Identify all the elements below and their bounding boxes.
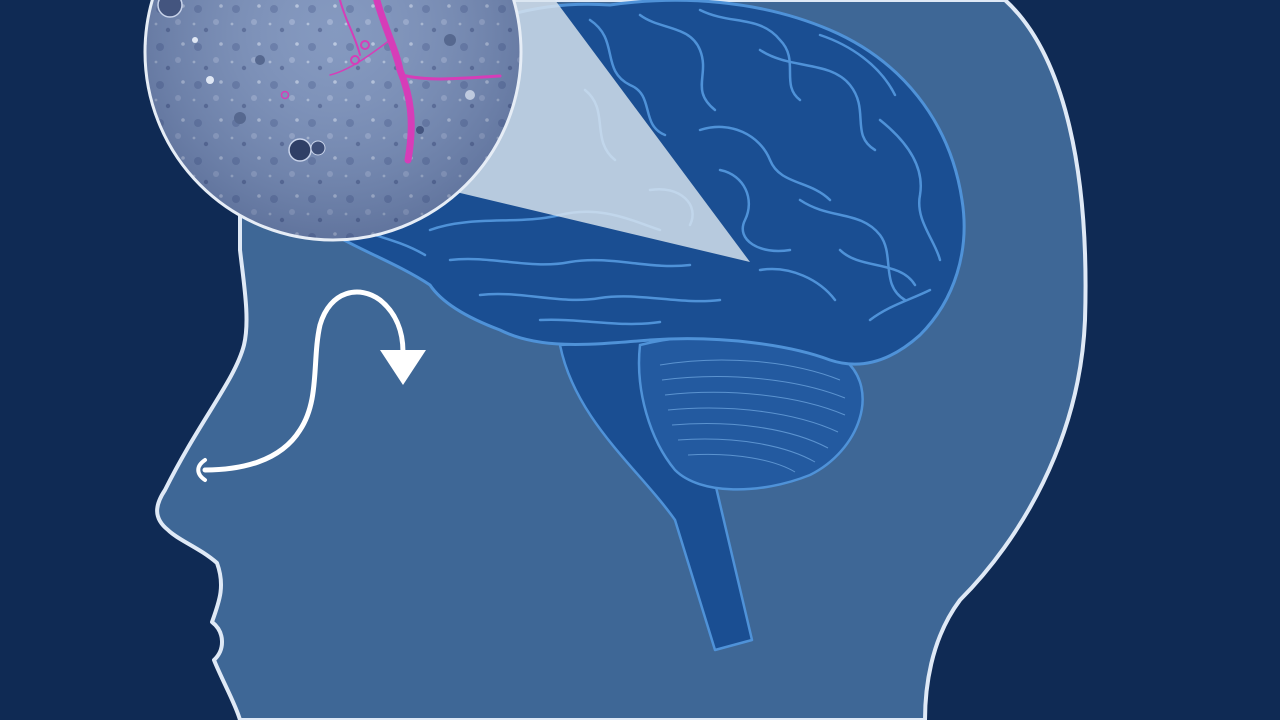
microscopy-vessels (329, 0, 502, 164)
microscopy-cells (157, 0, 475, 162)
arrowhead-icon (380, 350, 426, 385)
cerebellum-folia (659, 359, 846, 473)
arrow-tail-hook-icon (196, 458, 207, 482)
microscopy-inset-border (143, 0, 523, 242)
airflow-arrow (196, 289, 426, 482)
brain-gyri (328, 8, 942, 326)
